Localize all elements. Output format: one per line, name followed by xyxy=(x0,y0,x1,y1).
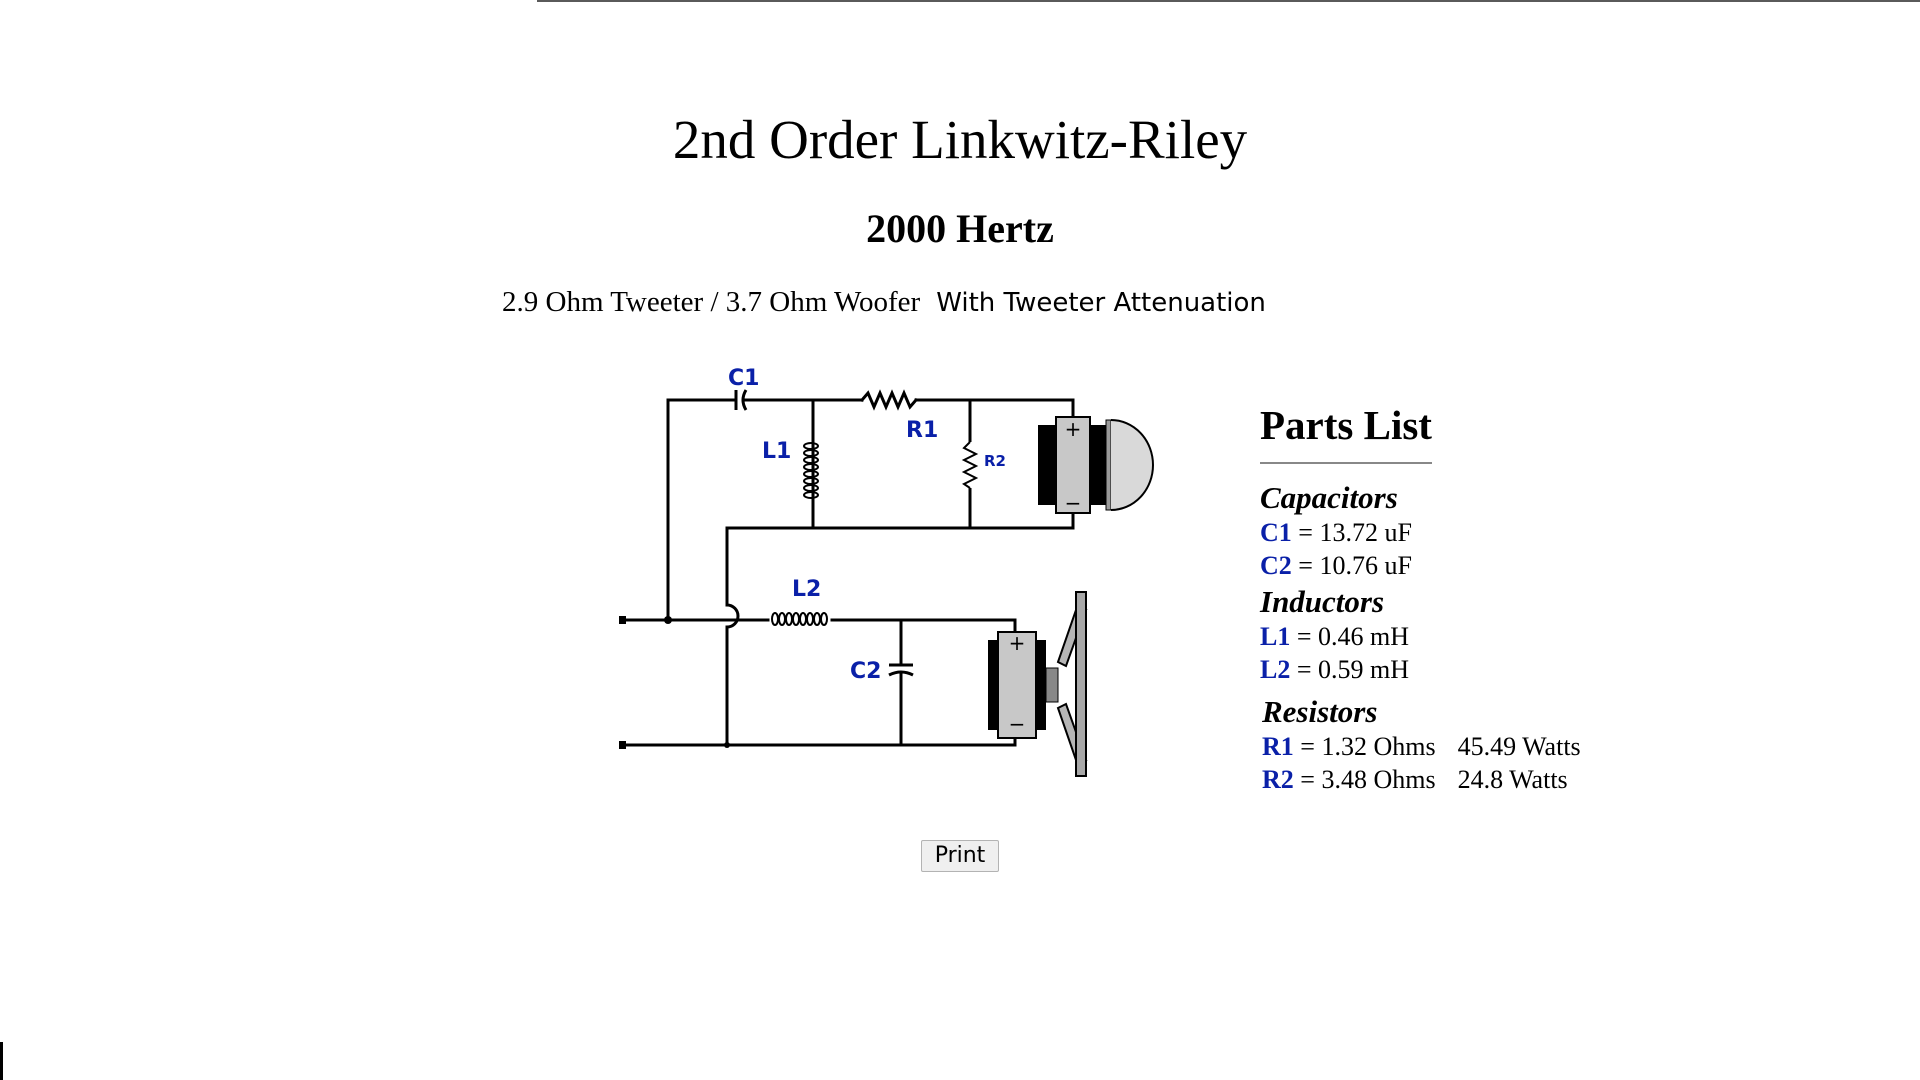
part-value: = 0.46 mH xyxy=(1290,622,1410,651)
part-c2: C2 = 10.76 uF xyxy=(1260,549,1700,582)
crossover-frequency: 2000 Hertz xyxy=(866,206,1054,251)
part-r2: R2 = 3.48 Ohms 24.8 Watts xyxy=(1262,763,1700,796)
label-r1: R1 xyxy=(906,418,938,443)
label-l1: L1 xyxy=(762,439,791,464)
resistors-heading: Resistors xyxy=(1262,694,1378,729)
attenuation-note: With Tweeter Attenuation xyxy=(936,288,1266,318)
part-value: = 1.32 Ohms xyxy=(1293,732,1436,761)
part-value: = 0.59 mH xyxy=(1290,655,1410,684)
impedance-text: 2.9 Ohm Tweeter / 3.7 Ohm Woofer xyxy=(502,286,921,318)
crossover-schematic: + − + − C1 R1 L1 R2 L2 C2 xyxy=(619,366,1154,777)
capacitors-heading: Capacitors xyxy=(1260,480,1398,515)
parts-list-title: Parts List xyxy=(1260,402,1432,448)
part-ref: C2 xyxy=(1260,551,1292,580)
tweeter-minus-mark: − xyxy=(1065,491,1082,515)
parts-list-divider xyxy=(1260,462,1432,464)
part-power: 45.49 Watts xyxy=(1457,732,1581,761)
part-value: = 13.72 uF xyxy=(1291,518,1412,547)
woofer-minus-mark: − xyxy=(1009,712,1026,736)
print-button[interactable]: Print xyxy=(921,840,999,872)
driver-configuration: 2.9 Ohm Tweeter / 3.7 Ohm Woofer With Twe… xyxy=(502,284,1266,321)
label-c1: C1 xyxy=(728,366,759,391)
woofer-plus-mark: + xyxy=(1009,631,1026,655)
page-title: 2nd Order Linkwitz-Riley xyxy=(672,109,1248,170)
parts-list: Parts List Capacitors C1 = 13.72 uF C2 =… xyxy=(1260,400,1700,796)
part-power: 24.8 Watts xyxy=(1457,765,1568,794)
top-border-line xyxy=(537,0,1920,2)
part-ref: C1 xyxy=(1260,518,1292,547)
woofer-icon xyxy=(988,591,1088,777)
tweeter-icon xyxy=(1038,416,1154,514)
part-ref: R2 xyxy=(1262,765,1294,794)
part-ref: L2 xyxy=(1260,655,1291,684)
inductors-heading: Inductors xyxy=(1260,584,1385,619)
label-l2: L2 xyxy=(792,577,821,602)
text-cursor xyxy=(0,1042,3,1080)
part-value: = 3.48 Ohms xyxy=(1293,765,1436,794)
part-c1: C1 = 13.72 uF xyxy=(1260,516,1700,549)
label-c2: C2 xyxy=(850,659,881,684)
part-ref: R1 xyxy=(1262,732,1294,761)
part-value: = 10.76 uF xyxy=(1291,551,1412,580)
tweeter-plus-mark: + xyxy=(1065,417,1082,441)
part-l1: L1 = 0.46 mH xyxy=(1260,620,1700,653)
part-ref: L1 xyxy=(1260,622,1291,651)
part-r1: R1 = 1.32 Ohms 45.49 Watts xyxy=(1262,730,1700,763)
label-r2: R2 xyxy=(984,452,1006,470)
part-l2: L2 = 0.59 mH xyxy=(1260,653,1700,686)
